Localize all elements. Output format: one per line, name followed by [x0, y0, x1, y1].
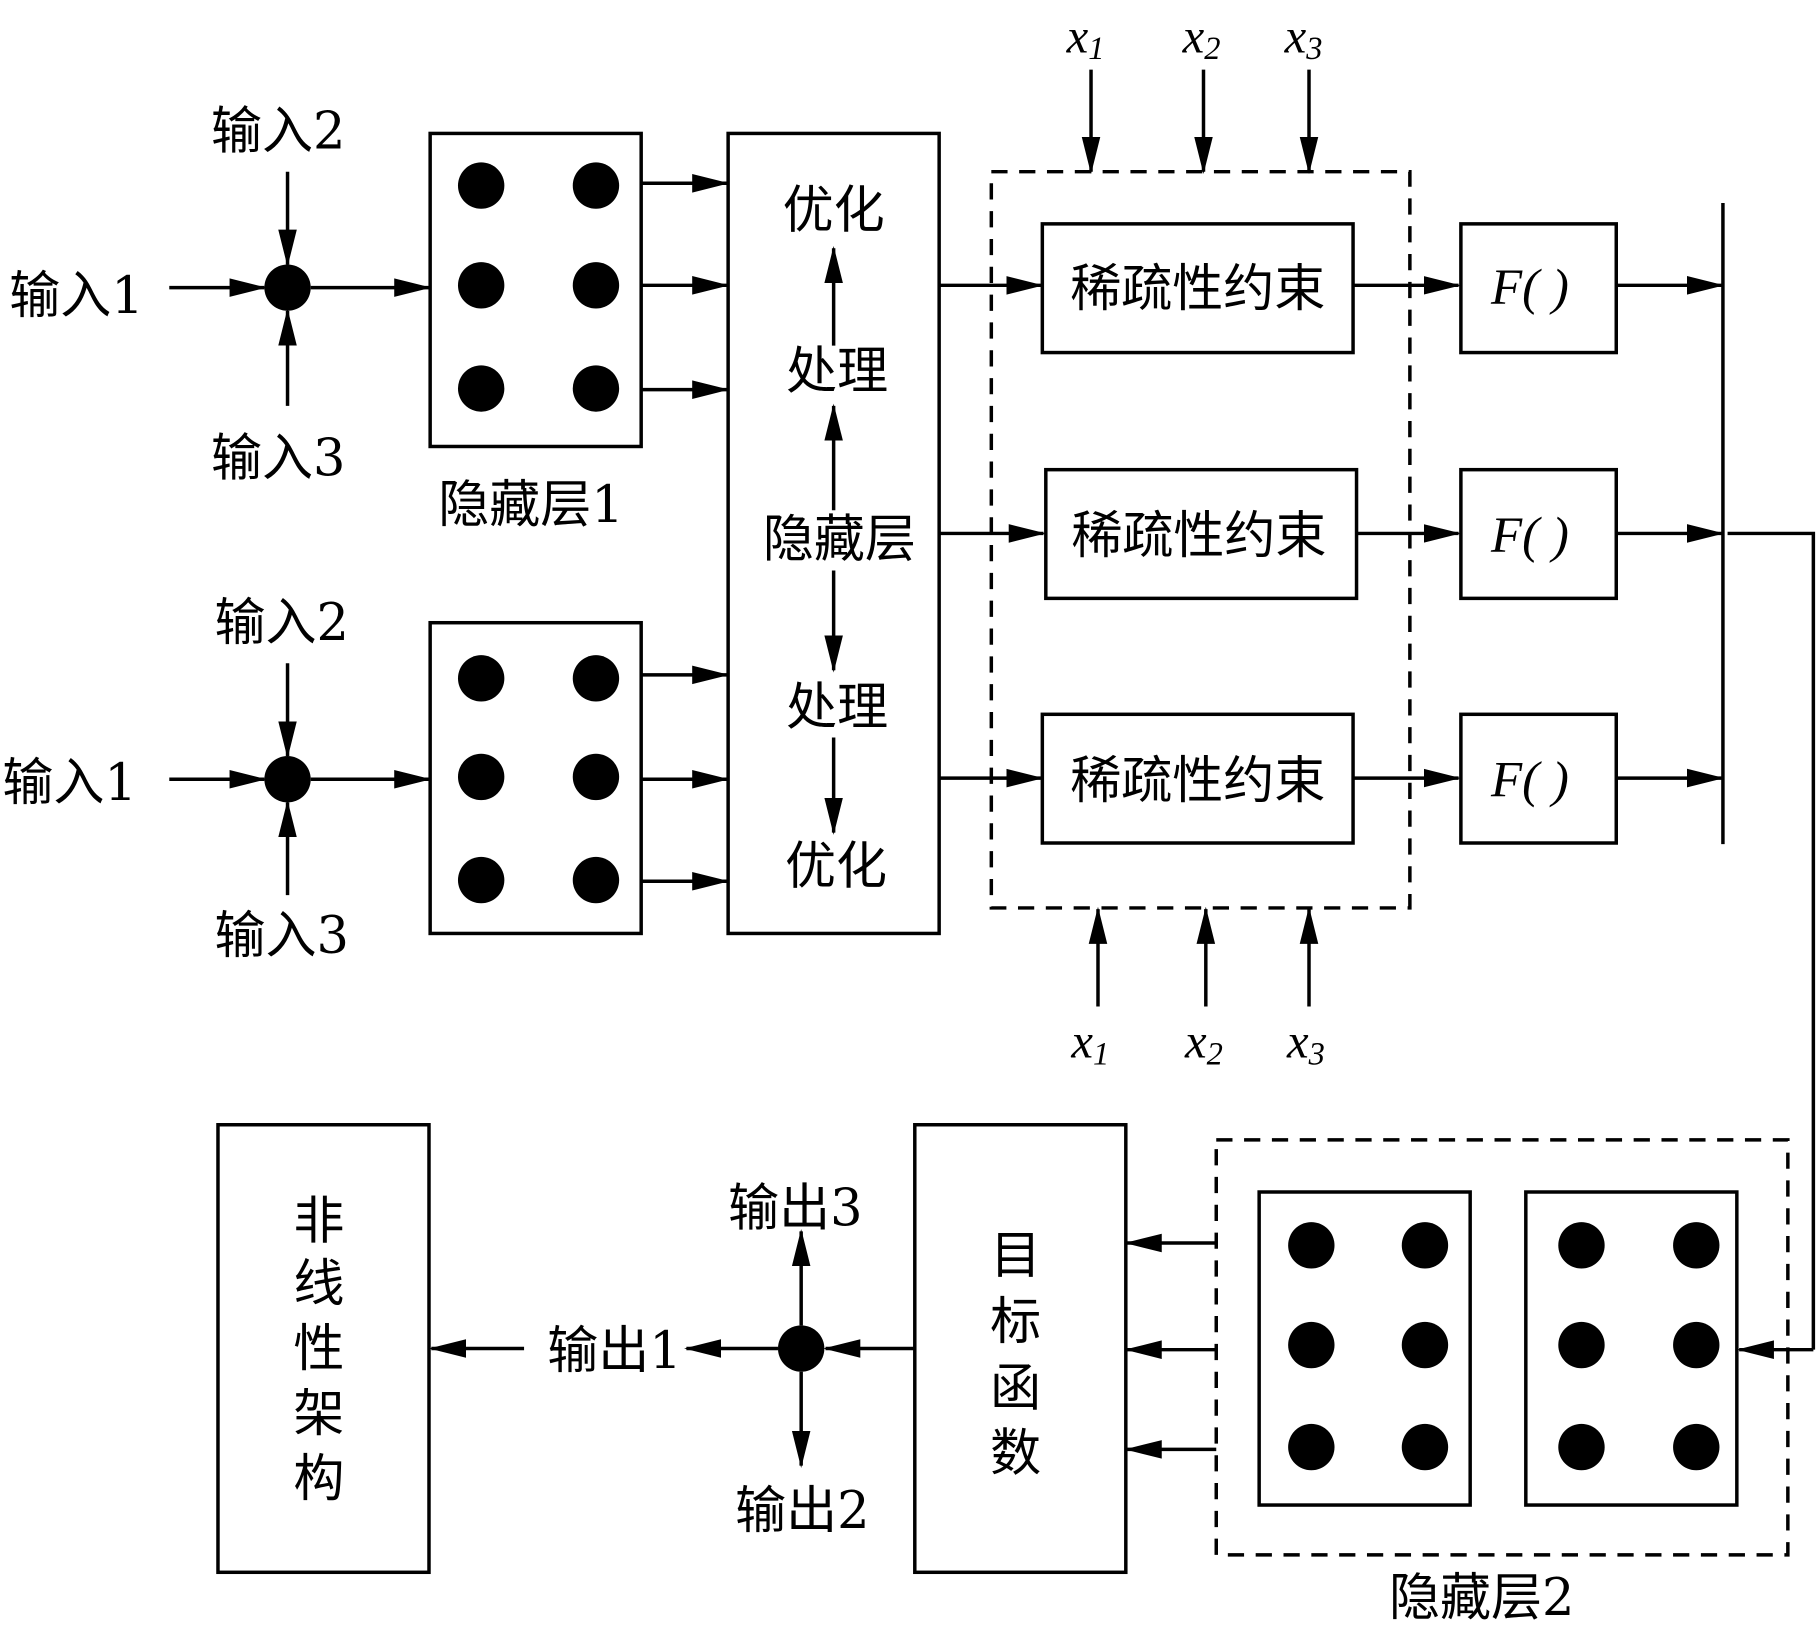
sparse-constraint-region: x1 x2 x3 x1 x2 x3 稀疏性约束 稀疏性约束 稀疏性约束 [939, 9, 1412, 1073]
neuron [457, 262, 505, 309]
neuron [1288, 1321, 1335, 1369]
neuron [1288, 1423, 1335, 1471]
neuron [457, 655, 505, 702]
neuron [1558, 1321, 1605, 1369]
hidden-layer-2: 隐藏层2 [1124, 1138, 1790, 1628]
nonlinear-char: 性 [293, 1320, 344, 1379]
output-junction-node [777, 1325, 825, 1372]
neuron-grid [457, 162, 620, 412]
process-label-top: 处理 [786, 343, 888, 402]
hidden-layer-1-top: 隐藏层1 [428, 131, 730, 535]
sparse-constraint-label-3: 稀疏性约束 [1070, 752, 1325, 811]
f-box-2 [1459, 467, 1618, 601]
neuron [572, 753, 620, 801]
input-group-bottom: 输入2 输入1 输入3 [2, 594, 432, 966]
output-group: 输出3 输出2 输出1 [428, 1180, 870, 1541]
hidden-layer-center-label: 隐藏层 [763, 511, 916, 570]
process-label-bottom: 处理 [786, 679, 888, 738]
function-boxes: F( ) F( ) F( ) [1353, 202, 1816, 1359]
neuron [457, 856, 505, 904]
objective-char: 函 [990, 1359, 1041, 1418]
neuron [572, 162, 620, 209]
output-1-label: 输出1 [547, 1322, 681, 1381]
hidden-layer-1-bottom [428, 620, 730, 936]
input-group-top: 输入2 输入1 输入3 [9, 103, 432, 488]
junction-node [264, 264, 311, 311]
sparse-constraint-label-1: 稀疏性约束 [1070, 260, 1325, 319]
neuron [457, 753, 505, 801]
x3-bottom-label: x3 [1286, 1015, 1325, 1073]
neuron [572, 655, 620, 702]
nonlinear-char: 线 [293, 1255, 344, 1314]
objective-function-box [913, 1123, 1128, 1575]
input-3-label: 输入3 [211, 429, 345, 488]
sparse-constraint-label-2: 稀疏性约束 [1071, 507, 1326, 566]
x2-bottom-label: x2 [1184, 1015, 1223, 1073]
input-3-label: 输入3 [214, 907, 348, 966]
f-label-1: F( ) [1490, 260, 1569, 316]
nonlinear-char: 构 [293, 1450, 344, 1509]
neuron [1401, 1321, 1449, 1369]
processing-block: 优化 处理 隐藏层 处理 优化 [726, 131, 941, 936]
sparse-constraint-box-2 [1044, 467, 1359, 601]
nonlinear-char: 非 [293, 1192, 344, 1251]
input-2-label: 输入2 [211, 103, 345, 162]
optimize-label-top: 优化 [783, 181, 885, 240]
optimize-label-bottom: 优化 [785, 838, 887, 897]
sparse-constraint-box-1 [1040, 222, 1355, 355]
nonlinear-char: 架 [293, 1385, 344, 1444]
neuron [572, 365, 620, 412]
neuron [572, 856, 620, 904]
nonlinear-architecture: 非 线 性 架 构 [216, 1123, 431, 1575]
sparse-constraint-box-3 [1040, 712, 1355, 845]
f-label-3: F( ) [1490, 753, 1569, 809]
neuron [1288, 1222, 1335, 1269]
neuron [457, 162, 505, 209]
hidden-layer-2-label: 隐藏层2 [1389, 1569, 1574, 1628]
hidden-layer-1-label: 隐藏层1 [438, 476, 623, 535]
input-2-label: 输入2 [214, 594, 348, 653]
neuron [1401, 1423, 1449, 1471]
objective-char: 标 [990, 1293, 1041, 1352]
output-2-label: 输出2 [735, 1482, 869, 1541]
output-3-label: 输出3 [728, 1180, 862, 1239]
junction-node [264, 756, 311, 803]
neuron [1558, 1423, 1605, 1471]
hidden-layer-2-boundary [1214, 1138, 1790, 1557]
neuron [457, 365, 505, 412]
neuron [572, 262, 620, 309]
objective-function: 目 标 函 数 [823, 1123, 1128, 1575]
neuron [1673, 1321, 1720, 1369]
neuron [1401, 1222, 1449, 1269]
input-1-label: 输入1 [2, 754, 136, 813]
f-label-2: F( ) [1490, 508, 1569, 564]
connector-to-hidden-layer-2 [1727, 531, 1816, 1350]
neuron [1673, 1423, 1720, 1471]
x1-top-label: x1 [1066, 9, 1105, 67]
objective-char: 数 [990, 1424, 1041, 1483]
x3-top-label: x3 [1284, 9, 1323, 67]
neuron [1673, 1222, 1720, 1269]
f-box-1 [1459, 222, 1618, 355]
nonlinear-architecture-box [216, 1123, 431, 1575]
input-1-label: 输入1 [9, 267, 143, 326]
x1-bottom-label: x1 [1070, 1015, 1109, 1073]
objective-char: 目 [990, 1227, 1041, 1286]
x2-top-label: x2 [1182, 9, 1221, 67]
neuron [1558, 1222, 1605, 1269]
